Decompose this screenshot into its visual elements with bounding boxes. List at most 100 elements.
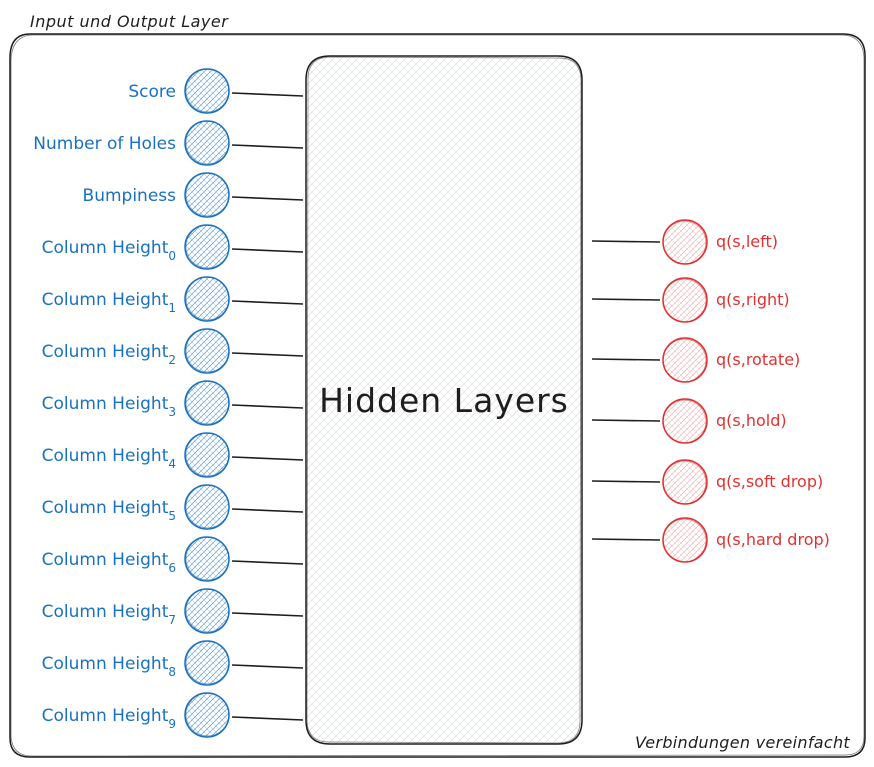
output-node-circle-sketch bbox=[662, 278, 707, 323]
input-node-circle-sketch bbox=[185, 172, 230, 217]
input-node-subscript: 2 bbox=[168, 353, 176, 367]
output-connection-line bbox=[591, 240, 661, 243]
input-node: Column Height1 bbox=[42, 276, 304, 322]
input-node-label: Column Height4 bbox=[42, 446, 176, 471]
input-node-label: Number of Holes bbox=[33, 134, 176, 154]
input-node-label: Column Height1 bbox=[42, 290, 176, 315]
output-node-circle-sketch bbox=[662, 399, 707, 444]
outer-frame-sketch bbox=[10, 34, 865, 757]
input-node-label-text: Column Height bbox=[42, 290, 169, 310]
input-connection-line bbox=[231, 456, 304, 461]
input-node-circle-sketch bbox=[185, 224, 230, 269]
input-node-label-text: Column Height bbox=[42, 550, 169, 570]
output-node-circle-sketch bbox=[662, 220, 707, 265]
input-node-circle-sketch bbox=[185, 588, 230, 633]
input-node: Column Height8 bbox=[42, 640, 304, 686]
input-node-label-text: Column Height bbox=[42, 446, 169, 466]
output-node: q(s,left) bbox=[591, 219, 778, 265]
output-connection-line bbox=[591, 298, 661, 301]
input-node-circle-sketch bbox=[185, 536, 230, 581]
output-node-label: q(s,hold) bbox=[716, 411, 787, 430]
outer-frame bbox=[9, 33, 866, 758]
input-node-circle-sketch bbox=[185, 432, 230, 477]
input-node-circle-sketch bbox=[185, 328, 230, 373]
input-node: Column Height2 bbox=[42, 328, 304, 374]
input-connection-line bbox=[231, 716, 304, 721]
output-node-label: q(s,left) bbox=[716, 232, 778, 251]
input-node-subscript: 1 bbox=[168, 301, 176, 315]
input-node-subscript: 4 bbox=[168, 457, 176, 471]
output-node-circle-sketch bbox=[662, 460, 707, 505]
input-node-subscript: 6 bbox=[168, 561, 176, 575]
output-node-circle-sketch bbox=[662, 338, 707, 383]
input-node-label: Bumpiness bbox=[83, 186, 177, 206]
input-connection-line bbox=[231, 92, 304, 97]
output-connection-line bbox=[591, 480, 661, 483]
input-node-label: Column Height5 bbox=[42, 498, 176, 523]
input-node-label: Column Height2 bbox=[42, 342, 176, 367]
input-node-circle-sketch bbox=[185, 276, 230, 321]
input-node-label-text: Column Height bbox=[42, 342, 169, 362]
input-connection-line bbox=[231, 560, 304, 565]
input-node-circle-sketch bbox=[185, 484, 230, 529]
input-node-label-text: Column Height bbox=[42, 706, 169, 726]
input-node-label-text: Score bbox=[128, 82, 176, 102]
input-node: Number of Holes bbox=[33, 120, 304, 166]
input-node: Column Height7 bbox=[42, 588, 304, 634]
input-node-subscript: 8 bbox=[168, 665, 176, 679]
input-node: Column Height3 bbox=[42, 380, 304, 426]
input-connection-line bbox=[231, 144, 304, 149]
output-connection-line bbox=[591, 538, 661, 541]
input-node-subscript: 5 bbox=[168, 509, 176, 523]
hidden-layers-block bbox=[305, 55, 583, 745]
input-node-circle-sketch bbox=[185, 380, 230, 425]
footer-note: Verbindungen vereinfacht bbox=[635, 733, 850, 752]
input-node: Column Height9 bbox=[42, 692, 304, 738]
input-node: Score bbox=[128, 68, 304, 114]
input-node: Column Height0 bbox=[42, 224, 304, 270]
output-node: q(s,rotate) bbox=[591, 337, 800, 383]
output-node-circle-sketch bbox=[662, 518, 707, 563]
input-node-label: Column Height9 bbox=[42, 706, 176, 731]
input-connection-line bbox=[231, 612, 304, 617]
output-node-label: q(s,right) bbox=[716, 290, 790, 309]
input-node: Bumpiness bbox=[83, 172, 304, 218]
input-node: Column Height4 bbox=[42, 432, 304, 478]
input-node: Column Height5 bbox=[42, 484, 304, 530]
hidden-layers-label: Hidden Layers bbox=[319, 381, 569, 420]
input-node-label: Score bbox=[128, 82, 176, 102]
input-node-circle-sketch bbox=[185, 120, 230, 165]
output-layer: q(s,left) q(s,right) q(s,rotate) q(s,hold) q… bbox=[591, 219, 830, 563]
input-node-subscript: 9 bbox=[168, 717, 176, 731]
input-node-circle-sketch bbox=[185, 692, 230, 737]
input-node-subscript: 0 bbox=[168, 249, 176, 263]
input-node-label: Column Height0 bbox=[42, 238, 176, 263]
input-node-label-text: Column Height bbox=[42, 394, 169, 414]
output-node-label: q(s,soft drop) bbox=[716, 472, 823, 491]
output-node-label: q(s,rotate) bbox=[716, 350, 800, 369]
hidden-layers-block-sketch bbox=[306, 56, 582, 744]
input-node-circle-sketch bbox=[185, 640, 230, 685]
output-node: q(s,soft drop) bbox=[591, 459, 823, 505]
output-node: q(s,right) bbox=[591, 277, 790, 323]
output-node: q(s,hard drop) bbox=[591, 517, 830, 563]
input-node: Column Height6 bbox=[42, 536, 304, 582]
output-node: q(s,hold) bbox=[591, 398, 787, 444]
input-node-label-text: Column Height bbox=[42, 602, 169, 622]
input-node-label-text: Bumpiness bbox=[83, 186, 177, 206]
input-node-label: Column Height6 bbox=[42, 550, 176, 575]
input-connection-line bbox=[231, 664, 304, 669]
input-connection-line bbox=[231, 404, 304, 409]
input-node-label: Column Height3 bbox=[42, 394, 176, 419]
input-connection-line bbox=[231, 248, 304, 253]
input-node-label-text: Column Height bbox=[42, 654, 169, 674]
input-connection-line bbox=[231, 352, 304, 357]
input-connection-line bbox=[231, 508, 304, 513]
output-connection-line bbox=[591, 419, 661, 422]
input-node-circle-sketch bbox=[185, 68, 230, 113]
output-connection-line bbox=[591, 358, 661, 361]
input-node-subscript: 3 bbox=[168, 405, 176, 419]
input-node-label-text: Column Height bbox=[42, 498, 169, 518]
